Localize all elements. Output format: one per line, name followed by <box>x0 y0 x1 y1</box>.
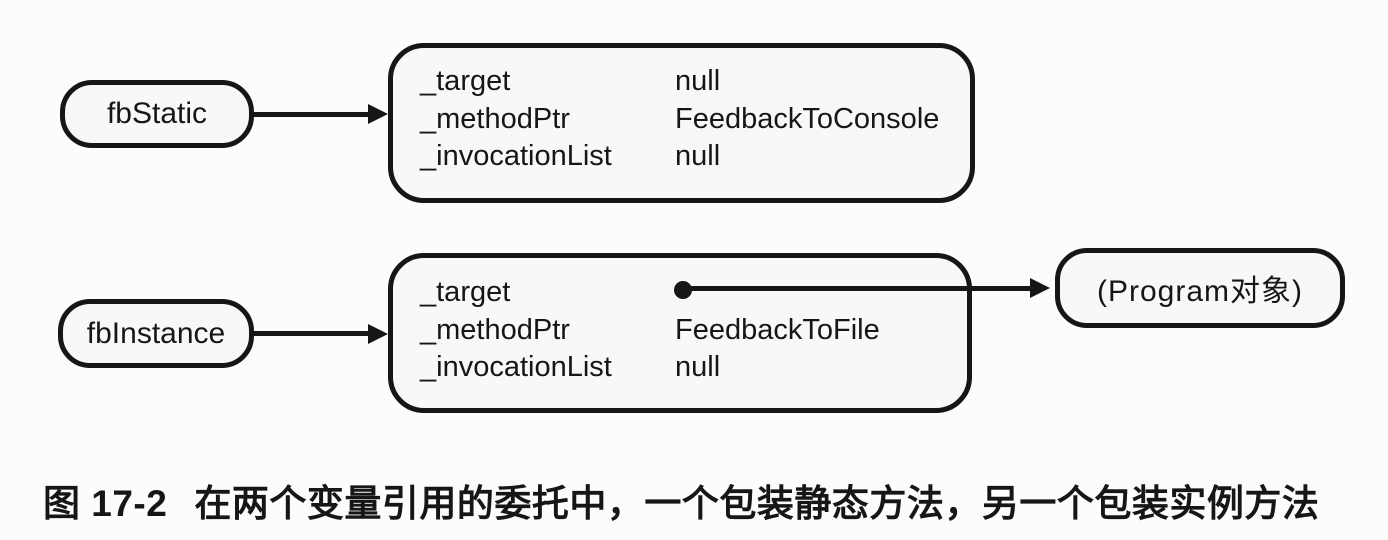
field-row: _target <box>420 274 959 312</box>
delegate-box-instance: _target _methodPtr FeedbackToFile _invoc… <box>388 253 972 413</box>
figure-caption-text: 在两个变量引用的委托中，一个包装静态方法，另一个包装实例方法 <box>194 483 1320 524</box>
node-fbstatic-label: fbStatic <box>106 97 208 130</box>
delegate-instance-fields: _target _methodPtr FeedbackToFile _invoc… <box>420 274 959 387</box>
field-name: _target <box>420 276 511 309</box>
field-row: _methodPtr FeedbackToFile <box>420 312 959 350</box>
node-program-object-label: (Program对象) <box>1096 275 1303 308</box>
figure-caption: 图 17-2 在两个变量引用的委托中，一个包装静态方法，另一个包装实例方法 <box>43 473 1319 527</box>
figure-number: 图 17-2 <box>43 483 168 524</box>
node-fbinstance: fbInstance <box>58 299 254 368</box>
delegate-static-fields: _target null _methodPtr FeedbackToConsol… <box>420 63 962 176</box>
field-name: _target <box>420 65 511 98</box>
field-value: null <box>675 140 721 173</box>
node-fbinstance-label: fbInstance <box>86 316 226 350</box>
field-row: _methodPtr FeedbackToConsole <box>420 101 962 139</box>
node-fbstatic: fbStatic <box>60 80 254 148</box>
field-name: _invocationList <box>420 140 612 173</box>
arrow-fbinstance-line <box>254 331 374 336</box>
arrow-fbinstance-head-icon <box>368 323 388 344</box>
field-value: FeedbackToFile <box>675 313 880 346</box>
field-name: _invocationList <box>420 351 612 384</box>
delegate-box-static: _target null _methodPtr FeedbackToConsol… <box>388 43 975 203</box>
field-value: null <box>675 65 721 98</box>
field-row: _target null <box>420 63 962 101</box>
field-name: _methodPtr <box>420 313 570 346</box>
field-row: _invocationList null <box>420 138 962 176</box>
node-program-object: (Program对象) <box>1055 248 1345 328</box>
arrow-fbstatic-head-icon <box>368 104 388 124</box>
field-value: FeedbackToConsole <box>675 102 940 135</box>
arrow-fbstatic-line <box>254 111 374 117</box>
arrow-target-line <box>683 285 1033 291</box>
field-name: _methodPtr <box>420 102 570 135</box>
field-row: _invocationList null <box>420 349 959 387</box>
field-value: null <box>675 351 721 384</box>
arrow-target-head-icon <box>1030 278 1050 298</box>
